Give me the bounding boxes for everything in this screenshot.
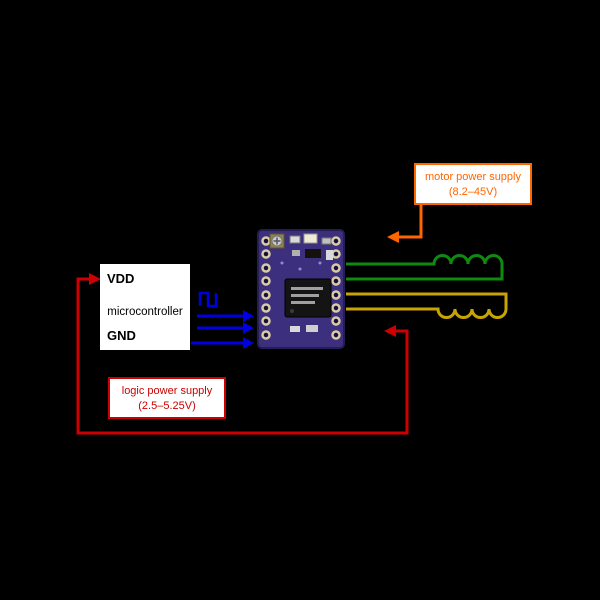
board-pin: [261, 290, 271, 300]
coil-b-wire-and-inductor: [346, 292, 508, 319]
motor-power-wire: [387, 205, 423, 243]
board-pin: [331, 236, 341, 246]
motor-power-callout-line1: motor power supply: [425, 171, 521, 183]
board-pin: [331, 290, 341, 300]
arrowhead-into-board-vmot: [387, 231, 399, 243]
logic-power-wire: [76, 273, 409, 435]
board-pin: [261, 316, 271, 326]
board-pin: [261, 249, 271, 259]
board-pin: [261, 236, 271, 246]
board-pin: [331, 249, 341, 259]
motor-power-callout: motor power supply (8.2–45V): [414, 163, 532, 205]
board-pin: [261, 276, 271, 286]
logic-power-callout: logic power supply (2.5–5.25V): [108, 377, 226, 419]
board-pin: [331, 316, 341, 326]
board-pin: [261, 330, 271, 340]
arrowhead-dir: [243, 322, 254, 334]
smd-components: [289, 233, 333, 332]
motor-power-callout-line2: (8.2–45V): [448, 186, 498, 198]
motor-coil-b-yellow: [346, 292, 508, 319]
microcontroller-box: VDD microcontroller GND: [100, 264, 190, 350]
arrowhead-into-vdd: [89, 273, 101, 285]
microcontroller-label: microcontroller: [107, 306, 183, 318]
driver-board: [257, 229, 345, 349]
step-pulse-icon: [198, 291, 218, 308]
board-pin: [331, 303, 341, 313]
arrowhead-into-board-logic: [384, 325, 396, 337]
arrowhead-gnd: [243, 337, 254, 349]
logic-power-wire-path: [76, 277, 409, 435]
board-pin: [331, 276, 341, 286]
control-signal-wires: [191, 291, 254, 349]
motor-coil-a-green: [346, 254, 504, 281]
gnd-pin-label: GND: [107, 328, 136, 343]
board-pin: [261, 303, 271, 313]
motor-power-wire-path: [393, 205, 423, 239]
board-pin: [331, 330, 341, 340]
logic-power-callout-line1: logic power supply: [121, 385, 213, 397]
board-pin: [331, 263, 341, 273]
board-pin: [261, 263, 271, 273]
vdd-pin-label: VDD: [107, 271, 135, 286]
coil-a-wire-and-inductor: [346, 254, 504, 281]
arrowhead-step: [243, 310, 254, 322]
trimpot: [269, 233, 285, 249]
board-vias: [280, 261, 322, 271]
driver-ic: [284, 278, 332, 318]
logic-power-callout-line2: (2.5–5.25V): [138, 400, 196, 412]
